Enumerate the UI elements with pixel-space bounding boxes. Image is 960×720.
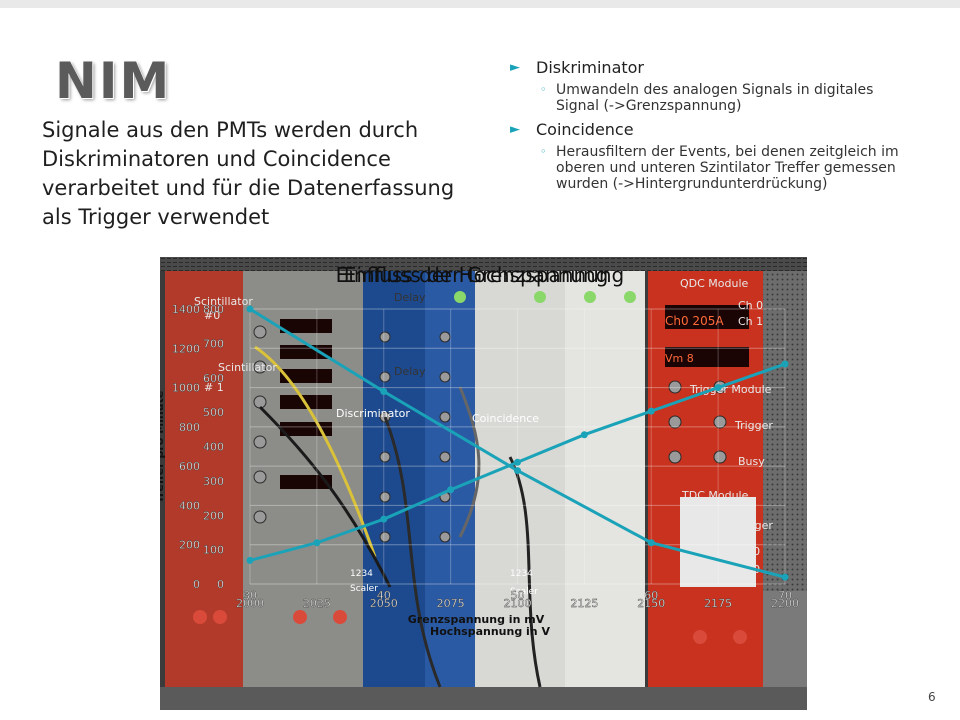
bullet-label: Diskriminator — [536, 58, 645, 77]
x-axis-label: Grenzspannung in mV — [408, 613, 545, 626]
y-tick-label: 1000 — [172, 382, 200, 395]
data-point — [580, 431, 588, 439]
top-band — [0, 0, 960, 8]
intro-text: Signale aus den PMTs werden durch Diskri… — [42, 118, 455, 229]
bullet-diskriminator: ► Diskriminator — [510, 58, 920, 78]
y-tick-label: 700 — [203, 337, 224, 350]
label-delay-2: Delay — [394, 365, 426, 378]
x-tick-label: 40 — [377, 589, 391, 602]
x-tick-label: 2000 — [236, 597, 264, 610]
slide-title: NIM — [55, 52, 172, 110]
scaler-readout: 1234 — [510, 569, 533, 579]
x-tick-label: 60 — [644, 589, 658, 602]
sub-bullet-text: Herausfiltern der Events, bei denen zeit… — [556, 144, 899, 192]
bullet-label: Coincidence — [536, 120, 634, 139]
sub-bullet-text: Umwandeln des analogen Signals in digita… — [556, 82, 874, 114]
y-tick-label: 300 — [203, 475, 224, 488]
label-ch1: Ch 1 — [738, 315, 764, 328]
data-point — [313, 539, 321, 547]
y-tick-label: 200 — [179, 539, 200, 552]
scaler-label: Scaler — [510, 587, 538, 597]
y-tick-label: 1400 — [172, 303, 200, 316]
y-axis-label: Treffer pro Minute — [160, 391, 166, 504]
label-scintillator-0: Scintillator — [194, 295, 253, 308]
chart-title: Einfluss der Grenzspannung — [344, 263, 624, 287]
label-scintillator-1: Scintillator — [218, 361, 277, 374]
label-scintillator-0-idx: #0 — [204, 309, 221, 322]
data-point — [447, 486, 455, 494]
data-point — [647, 407, 655, 415]
bullet-coincidence: ► Coincidence — [510, 120, 920, 140]
label-tdc-module: TDC Module — [682, 489, 749, 502]
hv-display-top: Ch0 205A — [665, 314, 724, 328]
label-ch0-top: Ch 0 — [738, 299, 764, 312]
sub-bullet: ◦ Umwandeln des analogen Signals in digi… — [510, 82, 920, 114]
data-point — [714, 384, 722, 392]
arrow-bullet-icon: ► — [510, 60, 520, 75]
nim-crate-photo: 1234 Scaler 1234 Scaler Ch0 205A Vm 8 Sc… — [160, 257, 807, 710]
label-trigger-2: Trigger — [735, 519, 773, 532]
data-point — [514, 467, 521, 475]
data-point — [246, 305, 254, 313]
y-tick-label: 600 — [179, 460, 200, 473]
y-tick-label: 600 — [203, 372, 224, 385]
label-ch0-mid: Ch 0 — [735, 545, 761, 558]
label-discriminator: Discriminator — [336, 407, 410, 420]
x-tick-label: 2025 — [303, 597, 331, 610]
y-tick-label: 400 — [203, 441, 224, 454]
x-tick-label: 30 — [243, 589, 257, 602]
label-trigger-1: Trigger — [735, 419, 773, 432]
scaler-left-readout: 1234 — [350, 569, 373, 579]
label-qdc-module: QDC Module — [680, 277, 749, 290]
y-tick-label: 0 — [193, 578, 200, 591]
data-point — [246, 556, 254, 564]
x-tick-label: 2150 — [637, 597, 665, 610]
data-point — [380, 515, 388, 523]
label-busy: Busy — [738, 455, 765, 468]
data-point — [647, 539, 655, 547]
y-tick-label: 400 — [179, 499, 200, 512]
x-tick-label: 70 — [778, 589, 792, 602]
scaler-left-label: Scaler — [350, 584, 378, 594]
x-tick-label: 2100 — [504, 597, 532, 610]
data-point — [380, 388, 388, 395]
y-tick-label: 800 — [179, 421, 200, 434]
x-axis-label: Hochspannung in V — [430, 625, 550, 638]
x-tick-label: 2050 — [370, 597, 398, 610]
bullet-list: ► Diskriminator ◦ Umwandeln des analogen… — [510, 58, 920, 198]
label-scintillator-1-idx: # 1 — [204, 381, 224, 394]
hv-display-bottom: Vm 8 — [665, 352, 694, 365]
data-point — [781, 360, 789, 368]
sub-bullet: ◦ Herausfiltern der Events, bei denen ze… — [510, 144, 920, 192]
ring-bullet-icon: ◦ — [540, 145, 547, 158]
y-tick-label: 500 — [203, 406, 224, 419]
y-tick-label: 1200 — [172, 342, 200, 355]
x-tick-label: 2125 — [570, 597, 598, 610]
x-tick-label: 50 — [511, 589, 525, 602]
y-tick-label: 800 — [203, 303, 224, 316]
x-tick-label: 2200 — [771, 597, 799, 610]
y-tick-label: 0 — [217, 578, 224, 591]
x-tick-label: 2075 — [437, 597, 465, 610]
label-trigger-module: Trigger Module — [690, 383, 772, 396]
x-tick-label: 2175 — [704, 597, 732, 610]
data-point — [781, 573, 789, 581]
y-tick-label: 100 — [203, 544, 224, 557]
data-point — [514, 458, 521, 466]
label-coincidence: Coincidence — [472, 412, 540, 425]
chart-title: Einfluss der Hochspannung — [336, 263, 609, 287]
label-delay-1: Delay — [394, 291, 426, 304]
page-number: 6 — [928, 690, 936, 704]
y-tick-label: 200 — [203, 509, 224, 522]
arrow-bullet-icon: ► — [510, 122, 520, 137]
ring-bullet-icon: ◦ — [540, 83, 547, 96]
